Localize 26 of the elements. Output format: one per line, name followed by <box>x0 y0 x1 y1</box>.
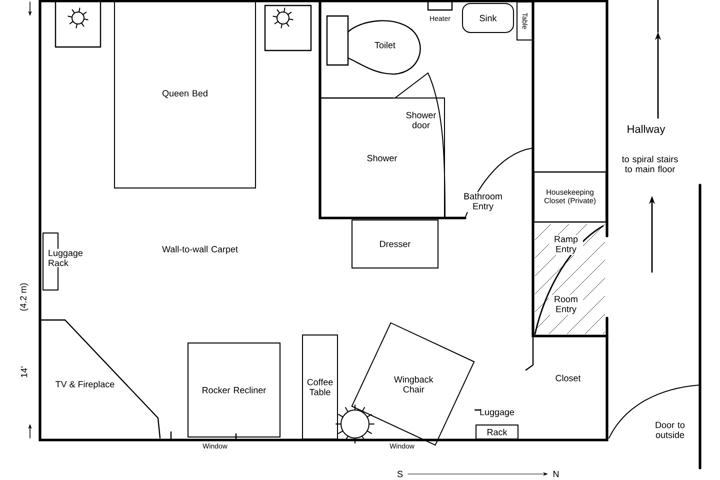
label: to spiral stairs to main floor <box>622 156 678 172</box>
node-label: Toilet <box>374 42 396 48</box>
label: Ramp Entry <box>549 235 583 255</box>
compass-label: N <box>554 470 559 478</box>
luggage-rack: Luggage Rack <box>476 408 518 440</box>
label: Wall-to-wall Carpet <box>162 246 238 254</box>
nightstand <box>54 0 102 48</box>
dresser-box: Dresser <box>352 220 438 268</box>
label: Shower door <box>406 112 436 128</box>
luggage-rack: Luggage Rack <box>42 232 93 290</box>
sink-drawing: Sink <box>462 3 514 33</box>
node-label: Luggage <box>480 408 514 418</box>
compass-label: S <box>397 470 403 478</box>
label: Hallway <box>628 124 666 136</box>
label: Door to outside <box>656 422 685 438</box>
dimension-label: (4.2 m) <box>20 283 28 311</box>
label: Room Entry <box>549 295 583 315</box>
nightstand <box>264 4 312 52</box>
recliner-box: Rocker Recliner <box>188 342 280 438</box>
toilet-drawing: Toilet <box>326 15 421 75</box>
label: Bathroom Entry <box>457 192 509 212</box>
coffee-table-box: Coffee Table <box>302 334 338 440</box>
label: Closet <box>556 374 581 382</box>
fireplace-drawing: TV & Fireplace <box>40 319 161 439</box>
bed-box: Queen Bed <box>114 0 256 188</box>
dimension-label: 14' <box>20 366 28 378</box>
